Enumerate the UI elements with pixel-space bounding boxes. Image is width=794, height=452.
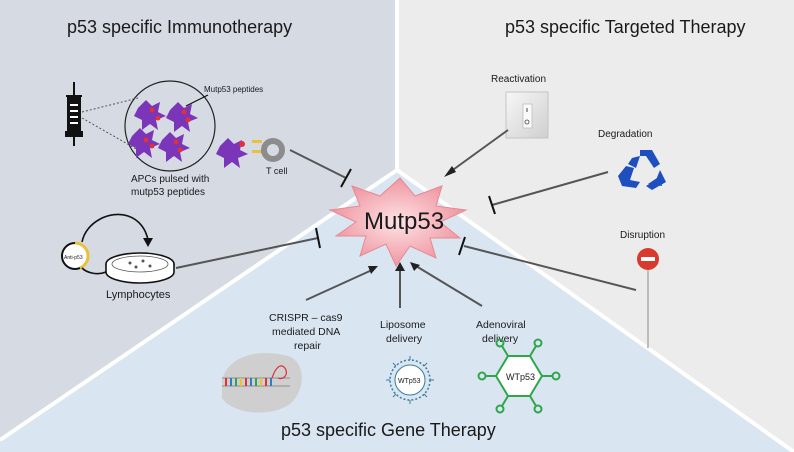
targeted-therapy-title: p53 specific Targeted Therapy (505, 17, 746, 37)
peptide-dots (143, 107, 191, 153)
reactivation-arrow (444, 129, 509, 177)
crispr-label-line2: mediated DNA (272, 326, 340, 338)
adenovirus-core-label: WTp53 (506, 372, 535, 382)
anti-p53-antibody-icon: Anti-p53 (61, 241, 90, 270)
peptides-pointer (185, 94, 209, 107)
apc-cell-2 (166, 102, 198, 132)
reactivation-label: Reactivation (491, 74, 546, 85)
liposome-icon: WTp53 (386, 356, 434, 404)
cycle-arrow-head (143, 238, 153, 247)
adenovirus-icon (477, 338, 561, 414)
degradation-inhibition (488, 171, 609, 215)
degradation-label: Degradation (598, 129, 652, 140)
disruption-label: Disruption (620, 230, 665, 241)
apc-label-line1: APCs pulsed with (131, 174, 209, 185)
anti-p53-label: Anti-p53 (64, 255, 83, 261)
apc-circle (124, 80, 216, 172)
panel-divider-right (395, 168, 794, 452)
liposome-label-line1: Liposome (380, 319, 426, 331)
tcr-receptor-icon (252, 140, 262, 153)
immuno-inhibition-lymphocytes (175, 227, 321, 269)
gene-therapy-panel (0, 170, 794, 452)
mutp53-starburst (328, 177, 468, 268)
immunotherapy-panel (0, 0, 397, 440)
adenoviral-arrow (410, 262, 483, 307)
syringe-icon (65, 82, 83, 146)
targeted-therapy-panel (397, 0, 794, 452)
disruption-inhibition (458, 236, 637, 291)
gene-therapy-title: p53 specific Gene Therapy (281, 420, 496, 440)
liposome-arrow (395, 262, 405, 308)
cycle-arrow-return (81, 267, 107, 275)
immunotherapy-title: p53 specific Immunotherapy (67, 17, 292, 37)
crispr-label-line3: repair (294, 340, 321, 352)
cycle-arrow-up (81, 213, 149, 243)
lymphocytes-label: Lymphocytes (106, 289, 171, 301)
panel-divider-left (0, 168, 399, 442)
apc-cell-3 (128, 128, 160, 158)
mutp53-label: Mutp53 (364, 208, 444, 235)
recycle-icon (618, 150, 666, 190)
adenoviral-label-line1: Adenoviral (476, 319, 526, 331)
crispr-label-line1: CRISPR – cas9 (269, 312, 343, 324)
apc-cell-1 (134, 100, 166, 130)
liposome-label-line2: delivery (386, 333, 423, 345)
apc-label-line2: mutp53 peptides (131, 187, 205, 198)
apc-cell-4 (158, 132, 190, 162)
t-cell-label: T cell (266, 166, 287, 176)
crispr-arrow (305, 266, 378, 301)
immuno-inhibition-tcell (289, 149, 352, 188)
crispr-cas9-dna-icon (222, 353, 302, 413)
apc-cells (128, 100, 198, 162)
no-entry-sign-icon (637, 248, 659, 348)
petri-dish-icon (105, 252, 175, 284)
mutp53-peptides-label: Mutp53 peptides (204, 85, 263, 94)
t-cell-icon (261, 138, 285, 162)
liposome-core-label: WTp53 (398, 378, 421, 385)
light-switch-icon (505, 91, 549, 139)
presented-peptide (239, 141, 245, 147)
